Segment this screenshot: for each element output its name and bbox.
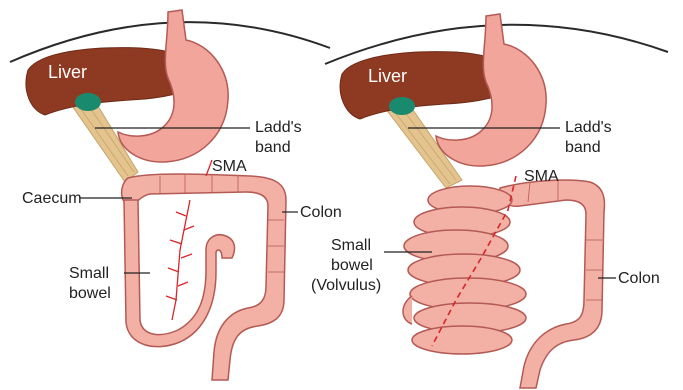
ladds-band-label-right-1: Ladd's [565,119,612,136]
ladds-band-label-left-1: Ladd's [255,119,302,136]
small-bowel-label-right-1: Small [331,237,371,254]
liver-label-right: Liver [368,66,407,86]
ladds-band-label-right-2: band [565,139,601,156]
colon-label-left: Colon [300,204,342,221]
panel-normal: Liver Ladd's band SMA Caecum Colon Small… [10,10,342,380]
small-bowel-label-left-2: bowel [69,285,111,302]
small-bowel-volvulus [404,186,526,354]
panel-volvulus: Liver Ladd's band SMA Small bowel (Volvu… [311,14,668,388]
small-bowel-label-right-3: (Volvulus) [311,277,381,294]
sma-label-right: SMA [524,168,559,185]
liver-label-left: Liver [48,62,87,82]
small-bowel-label-right-2: bowel [331,257,373,274]
bowel-tail-right [403,296,412,324]
small-bowel-label-left-1: Small [69,265,109,282]
gallbladder-right [389,97,415,115]
colon-left [122,174,286,380]
colon-label-right: Colon [618,270,660,287]
ladds-band-label-left-2: band [255,139,291,156]
sma-label-left: SMA [212,158,247,175]
caecum-label: Caecum [22,190,82,207]
gallbladder-left [75,93,101,111]
